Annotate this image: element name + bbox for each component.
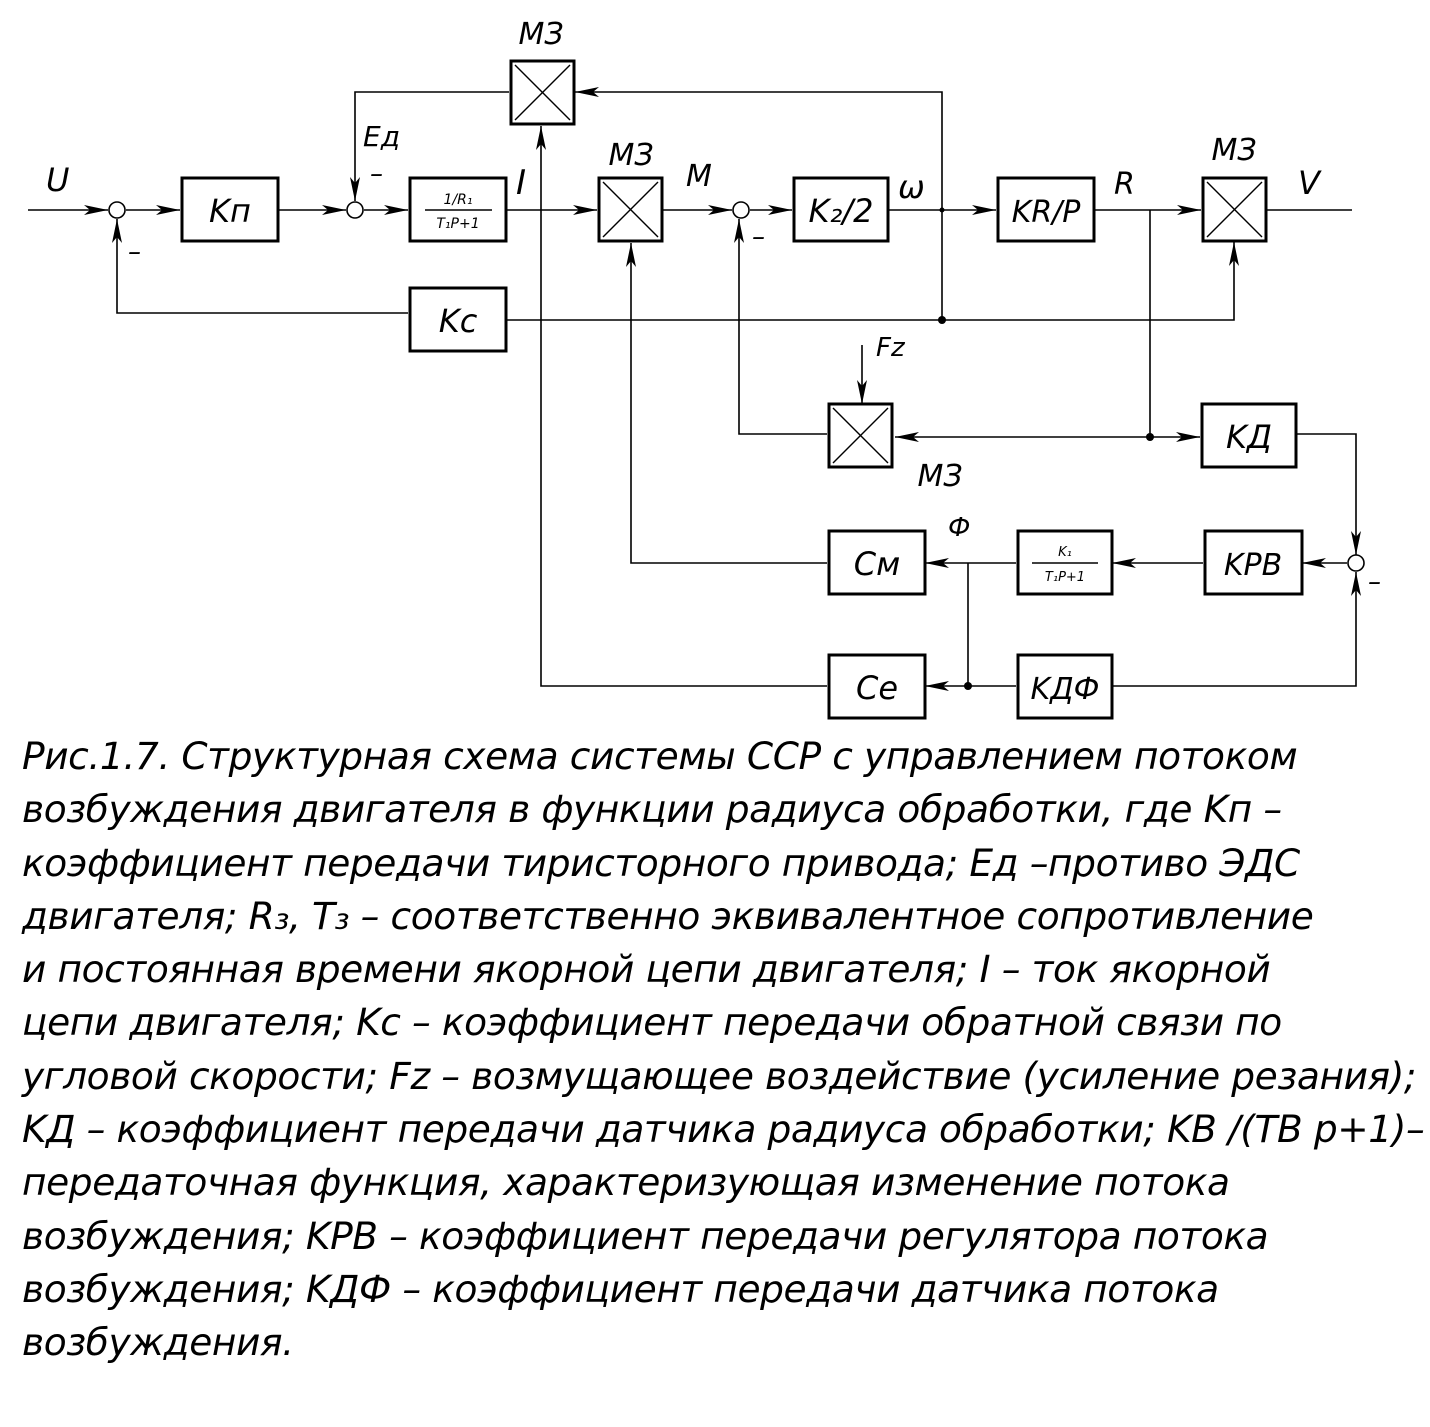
multiplier-mid: МЗ (597, 138, 664, 243)
block-kr: KR/P (996, 176, 1096, 243)
caption-line: возбуждения двигателя в функции радиуса … (22, 787, 1282, 832)
caption-line: угловой скорости; Fz – возмущающее возде… (22, 1053, 1417, 1098)
minus-sign-input: – (128, 237, 141, 267)
block-k2: K₂/2 (792, 176, 890, 243)
caption-line: возбуждения; KДФ – коэффициент передачи … (22, 1266, 1219, 1311)
block-diagram: Kп 1/R₁ T₁P+1 K₂/2 KR/P Kc KД KPB K₁ T₁P… (28, 17, 1381, 720)
block-k2-label: K₂/2 (809, 192, 874, 230)
block-armature: 1/R₁ T₁P+1 (408, 176, 508, 243)
figure-caption: Рис.1.7. Структурная схема системы ССР с… (22, 730, 1425, 1370)
block-kc-label: Kc (439, 302, 478, 340)
signal-lines (28, 87, 1361, 691)
sum-node-field (1347, 554, 1365, 572)
block-kdf-label: KДФ (1031, 672, 1100, 707)
signal-r: R (1114, 167, 1135, 202)
block-ce: Ce (827, 653, 927, 720)
multiplier-top-label: МЗ (518, 17, 563, 52)
caption-line: коэффициент передачи тиристорного привод… (22, 840, 1300, 885)
signal-i: I (516, 163, 526, 203)
multiplier-right: МЗ (1201, 133, 1268, 243)
block-field-numerator: K₁ (1058, 545, 1072, 560)
block-cm-label: Cм (854, 545, 900, 583)
caption-line: возбуждения. (22, 1320, 294, 1365)
block-kr-label: KR/P (1012, 195, 1082, 230)
block-kdf: KДФ (1016, 653, 1114, 720)
block-krv: KPB (1203, 529, 1304, 596)
sum-node-input (108, 201, 126, 219)
caption-line: двигателя; R₃, T₃ – соответственно эквив… (22, 893, 1314, 938)
multiplier-right-label: МЗ (1211, 133, 1256, 168)
block-kp-label: Kп (209, 192, 251, 230)
signal-omega: ω (898, 168, 925, 206)
caption-line: возбуждения; KPB – коэффициент передачи … (22, 1213, 1269, 1258)
signal-phi: Ф (948, 513, 970, 543)
block-kd-label: KД (1226, 418, 1272, 456)
signal-v: V (1298, 164, 1322, 202)
multiplier-top: МЗ (509, 17, 576, 126)
sum-node-torque (732, 201, 750, 219)
sum-node-ed (346, 201, 364, 219)
block-armature-denominator: T₁P+1 (436, 216, 479, 232)
caption-line: Рис.1.7. Структурная схема системы ССР с… (22, 734, 1298, 778)
minus-sign-field: – (1368, 567, 1381, 597)
multiplier-bottom: МЗ (827, 402, 963, 494)
block-cm: Cм (827, 529, 927, 596)
block-field-denominator: T₁P+1 (1045, 570, 1085, 585)
block-ce-label: Ce (856, 669, 898, 707)
block-kd: KД (1200, 402, 1298, 469)
signal-labels: U Eд I M ω R V Fz Ф (46, 120, 1322, 543)
caption-line: цепи двигателя; Kc – коэффициент передач… (22, 1000, 1282, 1045)
caption-line: передаточная функция, характеризующая из… (22, 1160, 1230, 1205)
signal-m: M (686, 159, 712, 194)
minus-sign-torque: – (752, 222, 765, 252)
signal-ed: Eд (363, 120, 400, 153)
minus-sign-ed: – (370, 159, 383, 189)
block-armature-numerator: 1/R₁ (444, 192, 473, 208)
caption-line: KД – коэффициент передачи датчика радиус… (22, 1107, 1425, 1152)
caption-line: и постоянная времени якорной цепи двигат… (22, 947, 1271, 992)
block-kc: Kc (408, 286, 508, 353)
multiplier-bottom-label: МЗ (917, 459, 962, 494)
block-kp: Kп (180, 176, 280, 243)
signal-u: U (46, 161, 69, 199)
multiplier-mid-label: МЗ (608, 138, 653, 173)
minus-signs: – – – – (128, 159, 1381, 597)
signal-fz: Fz (876, 333, 906, 363)
block-field: K₁ T₁P+1 (1016, 529, 1114, 596)
summation-points (108, 201, 1365, 572)
block-krv-label: KPB (1224, 548, 1282, 583)
